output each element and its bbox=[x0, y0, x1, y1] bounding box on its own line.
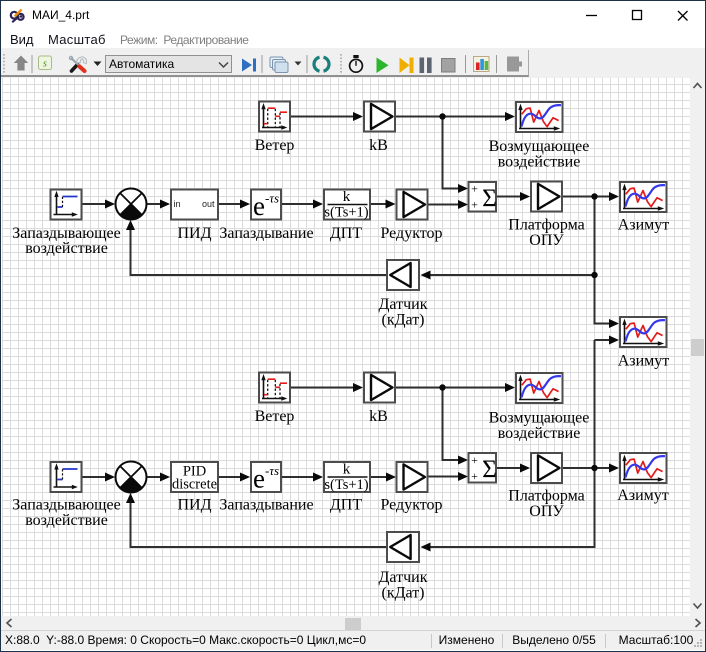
svg-text:ДПТ: ДПТ bbox=[330, 497, 362, 514]
svg-text:Ветер: Ветер bbox=[255, 408, 295, 425]
svg-text:Запаздывающее: Запаздывающее bbox=[12, 225, 120, 242]
svg-text:(кДат): (кДат) bbox=[381, 585, 424, 602]
svg-text:Σ: Σ bbox=[482, 454, 497, 483]
svg-text:Азимут: Азимут bbox=[617, 487, 669, 504]
svg-text:ОПУ: ОПУ bbox=[529, 503, 564, 520]
svg-text:Датчик: Датчик bbox=[379, 569, 428, 586]
svg-text:-τs: -τs bbox=[265, 191, 279, 206]
svg-text:in: in bbox=[174, 199, 181, 209]
svg-text:Датчик: Датчик bbox=[379, 296, 428, 313]
svg-text:ПИД: ПИД bbox=[177, 497, 211, 514]
svg-text:+: + bbox=[471, 198, 478, 212]
svg-text:k: k bbox=[343, 462, 351, 478]
svg-text:-τs: -τs bbox=[265, 463, 279, 478]
svg-text:ПИД: ПИД bbox=[177, 225, 211, 242]
svg-text:воздействие: воздействие bbox=[25, 512, 108, 529]
svg-text:Азимут: Азимут bbox=[618, 217, 670, 234]
svg-text:Редуктор: Редуктор bbox=[380, 225, 442, 242]
svg-text:s(Ts+1): s(Ts+1) bbox=[324, 205, 368, 221]
svg-text:+: + bbox=[471, 469, 478, 483]
svg-text:воздействие: воздействие bbox=[25, 240, 108, 257]
svg-text:Запаздывающее: Запаздывающее bbox=[12, 497, 120, 514]
svg-text:e: e bbox=[253, 464, 265, 494]
svg-text:discrete: discrete bbox=[172, 477, 217, 493]
svg-text:(кДат): (кДат) bbox=[381, 312, 424, 329]
svg-text:Ветер: Ветер bbox=[255, 137, 295, 154]
svg-text:kB: kB bbox=[369, 408, 388, 425]
svg-text:PID: PID bbox=[183, 464, 206, 480]
svg-text:Азимут: Азимут bbox=[618, 353, 670, 370]
svg-text:воздействие: воздействие bbox=[498, 154, 581, 171]
svg-text:Редуктор: Редуктор bbox=[380, 497, 442, 514]
svg-text:s(Ts+1): s(Ts+1) bbox=[324, 477, 368, 493]
svg-text:k: k bbox=[343, 189, 351, 205]
svg-text:Возмущающее: Возмущающее bbox=[489, 410, 590, 427]
svg-text:Платформа: Платформа bbox=[508, 488, 584, 505]
svg-text:ДПТ: ДПТ bbox=[330, 225, 362, 242]
svg-text:out: out bbox=[202, 199, 215, 209]
svg-text:Запаздывание: Запаздывание bbox=[219, 497, 313, 514]
svg-text:Σ: Σ bbox=[482, 183, 497, 212]
svg-text:s: s bbox=[43, 59, 47, 70]
svg-text:Возмущающее: Возмущающее bbox=[489, 138, 590, 155]
svg-text:+: + bbox=[471, 453, 478, 467]
svg-text:Платформа: Платформа bbox=[508, 217, 584, 234]
svg-text:ОПУ: ОПУ bbox=[529, 232, 564, 249]
svg-text:Запаздывание: Запаздывание bbox=[219, 225, 313, 242]
svg-text:e: e bbox=[253, 191, 265, 221]
svg-text:воздействие: воздействие bbox=[498, 425, 581, 442]
svg-text:+: + bbox=[471, 182, 478, 196]
svg-text:kB: kB bbox=[369, 137, 388, 154]
